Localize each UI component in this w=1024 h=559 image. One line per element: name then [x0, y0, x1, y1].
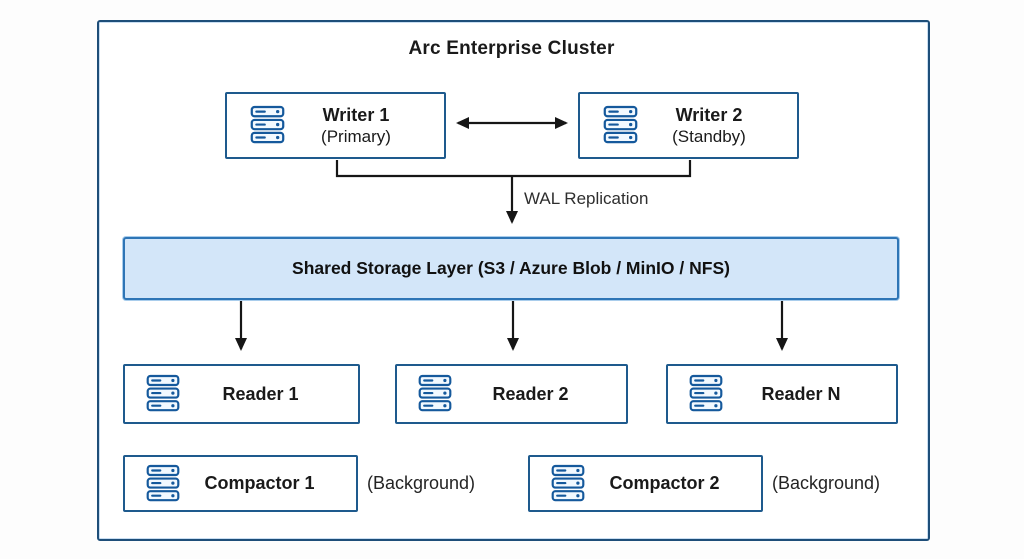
diagram-title: Arc Enterprise Cluster — [408, 38, 615, 59]
server-stack-icon — [550, 464, 586, 504]
reader-1-label: Reader 1 — [222, 383, 299, 404]
compactor-1-note: (Background) — [367, 473, 476, 493]
writer-2-label: Writer 2 — [675, 104, 743, 125]
reader-n-label: Reader N — [761, 383, 841, 404]
node-compactor-2: Compactor 2 — [528, 455, 763, 512]
writer-1-label: Writer 1 — [322, 104, 390, 125]
node-shared-storage: Shared Storage Layer (S3 / Azure Blob / … — [123, 237, 899, 300]
server-stack-icon — [688, 374, 724, 414]
node-writer-1: Writer 1 (Primary) — [225, 92, 446, 159]
server-stack-icon — [249, 105, 286, 146]
node-reader-1: Reader 1 — [123, 364, 360, 424]
node-compactor-1: Compactor 1 — [123, 455, 358, 512]
node-reader-2: Reader 2 — [395, 364, 628, 424]
node-writer-2: Writer 2 (Standby) — [578, 92, 799, 159]
writer-2-role: (Standby) — [672, 127, 746, 147]
server-stack-icon — [145, 374, 181, 414]
server-stack-icon — [602, 105, 639, 146]
shared-storage-label: Shared Storage Layer (S3 / Azure Blob / … — [292, 258, 730, 278]
node-reader-n: Reader N — [666, 364, 898, 424]
reader-2-label: Reader 2 — [492, 383, 569, 404]
wal-replication-label: WAL Replication — [524, 189, 649, 208]
compactor-2-note: (Background) — [772, 473, 881, 493]
compactor-1-label: Compactor 1 — [204, 473, 315, 494]
server-stack-icon — [417, 374, 453, 414]
writer-1-role: (Primary) — [321, 127, 391, 147]
server-stack-icon — [145, 464, 181, 504]
compactor-2-label: Compactor 2 — [609, 473, 720, 494]
